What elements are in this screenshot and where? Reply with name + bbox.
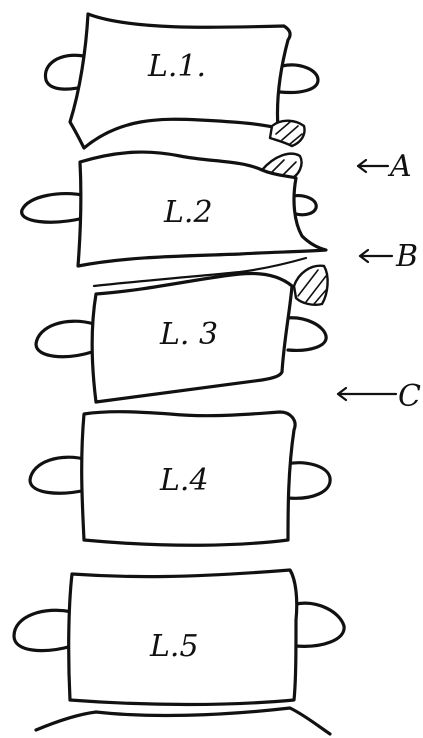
hatch-line: [281, 125, 299, 141]
l2-left-process: [20, 192, 90, 224]
hatch-line: [313, 289, 327, 305]
marker-a-letter: A: [387, 149, 412, 184]
arrow-b: [358, 248, 394, 264]
narrowed-disc-line: [92, 256, 308, 288]
sacrum-outline: [34, 706, 332, 736]
l5-left-process: [12, 608, 74, 653]
sacrum-top: [34, 706, 332, 736]
marker-a: A: [356, 149, 412, 184]
hatch-line: [275, 121, 291, 135]
marker-b: B: [358, 239, 418, 274]
l4-label: L.4: [159, 463, 209, 498]
l1-label: L.1.: [147, 49, 206, 84]
l5-body: [67, 568, 299, 707]
vertebra-l5: L.5: [12, 568, 346, 707]
l3-right-process: [284, 316, 328, 352]
marker-b-letter: B: [395, 239, 418, 274]
hatch-line: [297, 269, 319, 297]
vertebra-l1: L.1.: [43, 12, 320, 150]
l4-body: [80, 410, 297, 547]
osteophyte-b: [292, 264, 329, 306]
hatch-line: [289, 133, 303, 145]
l4-left-process: [28, 455, 90, 495]
arrow-c: [336, 386, 398, 402]
l2-right-process: [290, 194, 318, 217]
l2-body: [76, 150, 328, 268]
hatch-line: [305, 275, 327, 303]
vertebra-l4: L.4: [28, 410, 332, 547]
l5-label: L.5: [149, 629, 199, 664]
l1-body: [68, 12, 292, 150]
l3-label: L. 3: [159, 317, 218, 352]
l3-left-process: [34, 319, 96, 359]
marker-c: C: [336, 379, 421, 414]
marker-c-letter: C: [398, 379, 421, 414]
l5-right-process: [294, 601, 346, 648]
vertebra-l2: L.2: [20, 150, 328, 268]
l4-right-process: [284, 461, 332, 500]
l1-left-process: [43, 53, 88, 91]
arrow-a: [356, 158, 390, 174]
osteophyte-a: [260, 119, 306, 182]
l3-body: [90, 271, 294, 404]
l2-label: L.2: [163, 195, 213, 230]
l1-right-process: [278, 63, 320, 95]
disc-space-b: [92, 256, 329, 306]
vertebra-l3: L. 3: [34, 271, 328, 404]
